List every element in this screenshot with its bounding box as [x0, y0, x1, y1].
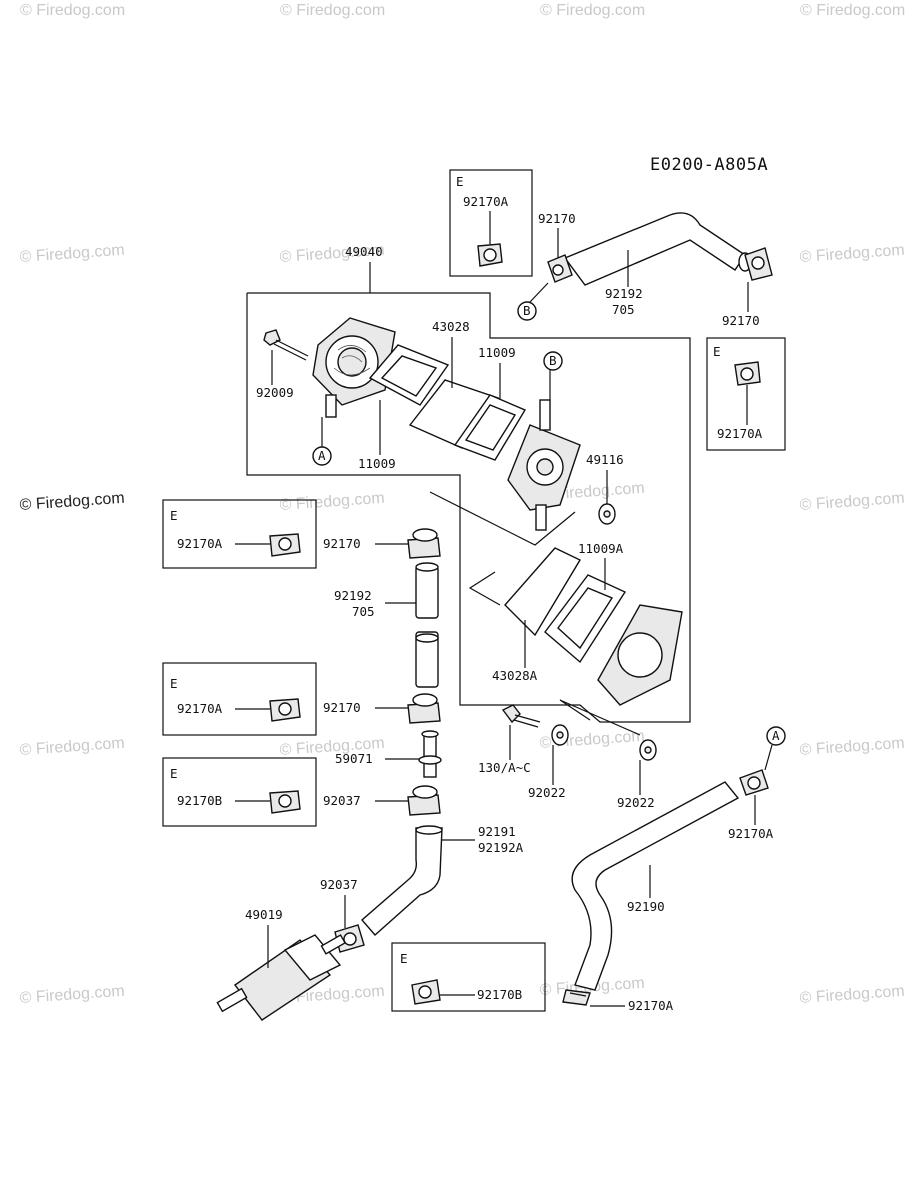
connector-B-top: [517, 301, 537, 321]
connector-A-label: A: [318, 448, 326, 463]
watermark: © Firedog.com: [799, 490, 905, 514]
detail-part: 92170B: [177, 793, 222, 808]
detail-letter: E: [713, 344, 721, 359]
connector-B: [543, 351, 563, 371]
bolt-92009: [263, 329, 309, 385]
connector-A: [312, 446, 332, 466]
label-92190: 92190: [627, 899, 665, 914]
detail-part: 92170A: [177, 701, 223, 716]
label-49116: 49116: [586, 452, 624, 467]
gasket-11009-first: [368, 344, 450, 406]
detail-box-left-2: E 92170A: [162, 662, 317, 736]
label-92170A-bottom: 92170A: [628, 998, 674, 1013]
detail-letter: E: [170, 508, 178, 523]
joint-59071: [418, 730, 442, 778]
watermark: © Firedog.com: [19, 983, 125, 1007]
hose-92190: [571, 781, 740, 991]
label-49040: 49040: [345, 244, 383, 259]
label-11009A: 11009A: [578, 541, 624, 556]
detail-box-bottom: E 92170B: [391, 942, 546, 1012]
gasket-11009-second: [453, 394, 527, 461]
guide-lines: [429, 491, 641, 736]
label-705-top: 705: [612, 302, 635, 317]
connector-B-label: B: [549, 353, 557, 368]
flange: [597, 604, 683, 706]
fuel-filter-49019: [216, 934, 346, 1021]
detail-letter: E: [170, 766, 178, 781]
clamp-top-right: [744, 247, 773, 281]
watermark: © Firedog.com: [799, 735, 905, 759]
label-92191: 92191: [478, 824, 516, 839]
clamp-92170A-top: [739, 769, 769, 796]
label-92170-top-right: 92170: [722, 313, 760, 328]
detail-box-top: E 92170A: [449, 169, 533, 277]
label-92022-a: 92022: [528, 785, 566, 800]
label-43028: 43028: [432, 319, 470, 334]
clamp-top-left: [547, 254, 573, 283]
watermark: © Firedog.com: [540, 2, 645, 19]
clamp-mid-2: [407, 693, 441, 724]
clamp-92037-b: [334, 924, 365, 953]
label-705-mid: 705: [352, 604, 375, 619]
label-11009-b: 11009: [478, 345, 516, 360]
watermark: © Firedog.com: [799, 983, 905, 1007]
watermark: © Firedog.com: [19, 242, 125, 266]
label-92009: 92009: [256, 385, 294, 400]
connector-B-top-label: B: [523, 303, 531, 318]
detail-part: 92170A: [463, 194, 509, 209]
label-92192-mid: 92192: [334, 588, 372, 603]
clamp-92170A-bottom: [562, 989, 591, 1006]
label-92170-mid-2: 92170: [323, 700, 361, 715]
detail-letter: E: [400, 951, 408, 966]
label-92170-mid-1: 92170: [323, 536, 361, 551]
detail-part: 92170A: [717, 426, 763, 441]
clamp-92037-a: [407, 785, 441, 816]
connector-A-bottom-label: A: [772, 728, 780, 743]
assembly-outline: [246, 262, 691, 723]
label-92037-b: 92037: [320, 877, 358, 892]
hose-top: [563, 212, 752, 286]
label-92170A-top: 92170A: [728, 826, 774, 841]
label-92022-b: 92022: [617, 795, 655, 810]
label-130: 130/A~C: [478, 760, 531, 775]
hose-92191: [361, 825, 443, 936]
detail-box-left-3: E 92170B: [162, 757, 317, 827]
diagram-code: E0200-A805A: [650, 155, 768, 175]
pump-lower-body: [507, 399, 581, 531]
diaphragm-49116: [598, 503, 616, 525]
watermark: © Firedog.com: [799, 242, 905, 266]
detail-box-left-1: E 92170A: [162, 499, 317, 569]
watermark: © Firedog.com: [800, 2, 905, 19]
clamp-mid-1: [407, 528, 441, 559]
label-92170-top-left: 92170: [538, 211, 576, 226]
detail-box-right: E 92170A: [706, 337, 786, 451]
watermark: © Firedog.com: [280, 2, 385, 19]
detail-letter: E: [456, 174, 464, 189]
label-59071: 59071: [335, 751, 373, 766]
bolt-130: [501, 704, 541, 728]
label-11009-a: 11009: [358, 456, 396, 471]
watermark-layer: © Firedog.com © Firedog.com © Firedog.co…: [19, 2, 905, 1007]
gasket-11009A: [544, 574, 627, 664]
label-43028A: 43028A: [492, 668, 538, 683]
watermark: © Firedog.com: [19, 490, 125, 514]
detail-part: 92170B: [477, 987, 522, 1002]
watermark: © Firedog.com: [19, 735, 125, 759]
watermark: © Firedog.com: [20, 2, 125, 19]
connector-A-bottom: [766, 726, 786, 746]
hose-mid: [415, 562, 439, 688]
label-92192A: 92192A: [478, 840, 524, 855]
pump-upper-body: [312, 317, 396, 418]
watermark: © Firedog.com: [279, 490, 385, 514]
label-49019: 49019: [245, 907, 283, 922]
detail-part: 92170A: [177, 536, 223, 551]
label-92037-a: 92037: [323, 793, 361, 808]
label-92192-top: 92192: [605, 286, 643, 301]
detail-letter: E: [170, 676, 178, 691]
